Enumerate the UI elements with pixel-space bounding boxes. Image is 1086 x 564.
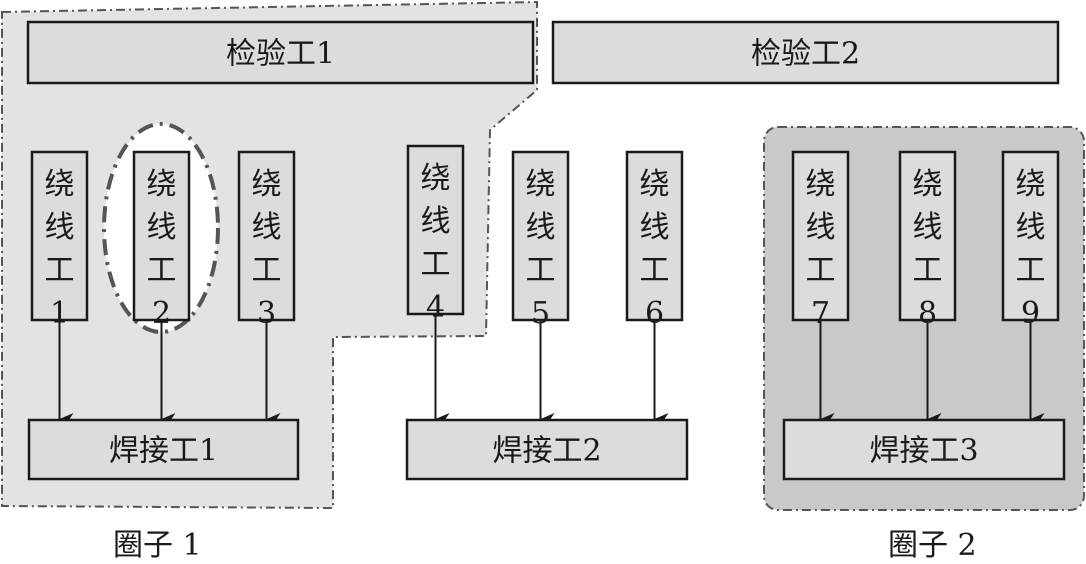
winder-2-char-3: 2 bbox=[152, 296, 171, 331]
winder-1-box: 绕线工 1 bbox=[30, 150, 89, 331]
welder-1-rect bbox=[27, 418, 300, 481]
winder-5-box: 绕线工 5 bbox=[511, 150, 570, 331]
winder-6-char-1: 线 bbox=[640, 210, 670, 245]
winder-7-rect bbox=[791, 150, 850, 322]
winder-8-char-2: 工 bbox=[913, 253, 943, 288]
winder-7-char-2: 工 bbox=[806, 253, 836, 288]
winder-5-char-1: 线 bbox=[526, 210, 556, 245]
winder-3-box: 绕线工 3 bbox=[237, 150, 296, 331]
winder-2-char-0: 绕 bbox=[147, 167, 177, 202]
winder-2-box: 绕线工 2 bbox=[132, 150, 191, 331]
inspector-2-box: 检验工2 bbox=[551, 20, 1060, 85]
winder-1-char-0: 绕 bbox=[45, 167, 75, 202]
winder-2-char-2: 工 bbox=[147, 253, 177, 288]
winder-8-char-1: 线 bbox=[913, 210, 943, 245]
welder-2-box: 焊接工2 bbox=[405, 418, 689, 481]
winder-4-char-2: 工 bbox=[421, 247, 451, 282]
winder-8-char-3: 8 bbox=[918, 296, 937, 331]
inspector-1-label: 检验工1 bbox=[226, 37, 335, 72]
winder-3-char-0: 绕 bbox=[252, 167, 282, 202]
winder-1-rect bbox=[30, 150, 89, 322]
welder-1-box: 焊接工1 bbox=[27, 418, 300, 481]
winder-7-box: 绕线工 7 bbox=[791, 150, 850, 331]
winder-9-box: 绕线工 9 bbox=[1001, 150, 1060, 331]
winder-5-rect bbox=[511, 150, 570, 322]
inspector-2-rect bbox=[551, 20, 1060, 85]
winder-5-char-2: 工 bbox=[526, 253, 556, 288]
winder-6-char-3: 6 bbox=[645, 296, 664, 331]
winder-6-rect bbox=[625, 150, 684, 322]
winder-4-char-1: 线 bbox=[421, 204, 451, 239]
winder-1-char-1: 线 bbox=[45, 210, 75, 245]
winder-5-char-0: 绕 bbox=[526, 167, 556, 202]
winder-1-char-3: 1 bbox=[50, 296, 69, 331]
connectors bbox=[58, 314, 1045, 425]
inspector-1-box: 检验工1 bbox=[26, 20, 535, 85]
welder-1-label: 焊接工1 bbox=[109, 434, 218, 469]
winder-9-char-1: 线 bbox=[1016, 210, 1046, 245]
winder-9-char-3: 9 bbox=[1021, 296, 1040, 331]
welder-2-label: 焊接工2 bbox=[492, 434, 601, 469]
winder-4-rect bbox=[406, 144, 465, 316]
winder-3-char-1: 线 bbox=[252, 210, 282, 245]
welder-2-rect bbox=[405, 418, 689, 481]
winder-8-rect bbox=[898, 150, 957, 322]
welder-3-rect bbox=[782, 418, 1066, 481]
winder-4-char-3: 4 bbox=[426, 290, 445, 325]
welder-3-box: 焊接工3 bbox=[782, 418, 1066, 481]
winder-6-char-0: 绕 bbox=[640, 167, 670, 202]
inspector-1-rect bbox=[26, 20, 535, 85]
winder-4-char-0: 绕 bbox=[421, 161, 451, 196]
winder-6-box: 绕线工 6 bbox=[625, 150, 684, 331]
winder-1-char-2: 工 bbox=[45, 253, 75, 288]
winder-9-char-2: 工 bbox=[1016, 253, 1046, 288]
winder-7-char-3: 7 bbox=[811, 296, 830, 331]
winder-3-rect bbox=[237, 150, 296, 322]
winder-8-box: 绕线工 8 bbox=[898, 150, 957, 331]
winder-2-rect bbox=[132, 150, 191, 322]
winder-2-char-1: 线 bbox=[147, 210, 177, 245]
winder-7-char-1: 线 bbox=[806, 210, 836, 245]
winder-4-box: 绕线工 4 bbox=[406, 144, 465, 325]
winder-9-char-0: 绕 bbox=[1016, 167, 1046, 202]
winder-8-char-0: 绕 bbox=[913, 167, 943, 202]
welder-3-label: 焊接工3 bbox=[869, 434, 978, 469]
winder-5-char-3: 5 bbox=[531, 296, 550, 331]
winder-3-char-2: 工 bbox=[252, 253, 282, 288]
winder-6-char-2: 工 bbox=[640, 253, 670, 288]
circle-1-label: 圈子 1 bbox=[113, 528, 202, 563]
circle-2-label: 圈子 2 bbox=[888, 528, 977, 563]
winder-7-char-0: 绕 bbox=[806, 167, 836, 202]
winder-9-rect bbox=[1001, 150, 1060, 322]
inspector-2-label: 检验工2 bbox=[751, 37, 860, 72]
winder-3-char-3: 3 bbox=[257, 296, 276, 331]
